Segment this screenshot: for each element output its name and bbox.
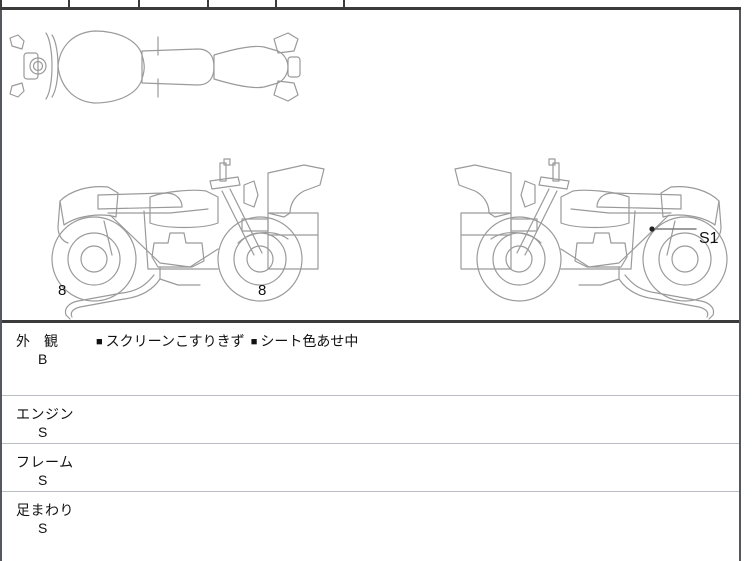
- condition-row-frame: フレーム S: [2, 444, 739, 492]
- column-divider: [207, 0, 209, 7]
- motorcycle-illustration-panel: 8 8 S1: [2, 11, 739, 320]
- condition-note-text: スクリーンこすりきず: [105, 333, 245, 349]
- condition-row-appearance: 外 観 B ■スクリーンこすりきず■シート色あせ中: [2, 320, 739, 396]
- condition-row-title: エンジン: [16, 406, 74, 422]
- column-divider: [138, 0, 140, 7]
- condition-row-grade: S: [38, 520, 48, 536]
- condition-row-title: 外 観: [16, 333, 58, 349]
- annotation-s1: S1: [699, 230, 719, 247]
- wheel-label-rear: 8: [58, 282, 67, 299]
- column-divider: [343, 0, 345, 7]
- condition-row-engine: エンジン S: [2, 396, 739, 444]
- right-side-view-motorcycle: [454, 158, 728, 320]
- square-bullet-icon: ■: [250, 336, 258, 348]
- top-table-strip: [0, 0, 741, 10]
- wheel-label-front: 8: [258, 282, 267, 299]
- column-divider: [0, 0, 2, 7]
- s1-leader-line: [649, 226, 697, 232]
- condition-row-suspension: 足まわり S: [2, 492, 739, 561]
- condition-row-grade: S: [38, 424, 48, 440]
- condition-row-title: 足まわり: [16, 502, 74, 518]
- square-bullet-icon: ■: [96, 336, 103, 348]
- page-border-left: [0, 10, 2, 561]
- left-side-view-motorcycle: [51, 158, 325, 320]
- column-divider: [275, 0, 277, 7]
- condition-row-grade: B: [38, 351, 48, 367]
- condition-note: ■スクリーンこすりきず: [96, 333, 245, 349]
- condition-note-text: シート色あせ中: [260, 333, 359, 349]
- page-border-right: [739, 10, 741, 561]
- condition-row-notes: ■スクリーンこすりきず■シート色あせ中: [96, 331, 364, 351]
- top-view-motorcycle: [9, 30, 301, 104]
- condition-row-grade: S: [38, 472, 48, 488]
- condition-row-title: フレーム: [16, 454, 74, 470]
- condition-note: ■シート色あせ中: [251, 333, 359, 349]
- column-divider: [68, 0, 70, 7]
